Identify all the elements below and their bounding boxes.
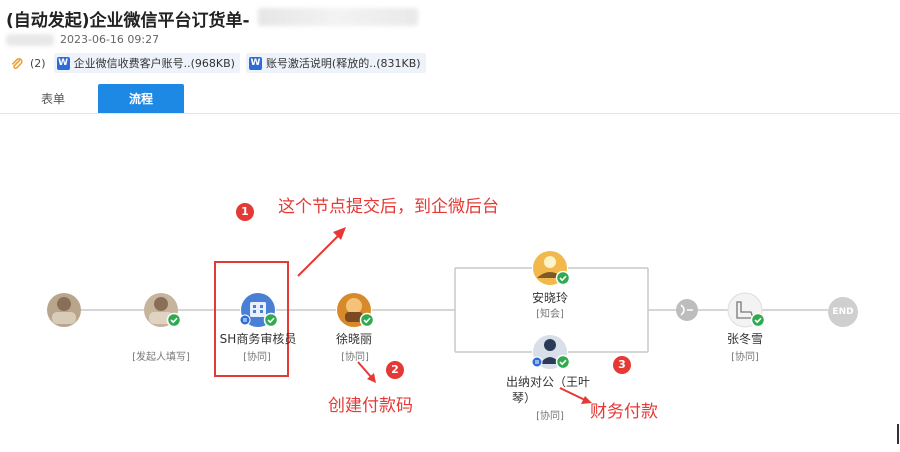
annotation-badge-3: 3 [613, 356, 631, 374]
node-label: 出纳对公（王叶 [506, 375, 591, 389]
check-badge-icon [263, 312, 279, 328]
tab-bar: 表单 流程 [0, 84, 900, 114]
tab-flow[interactable]: 流程 [98, 84, 184, 114]
check-badge-icon [555, 354, 571, 370]
check-badge-icon [750, 312, 766, 328]
annotation-text-2: 创建付款码 [328, 396, 413, 416]
annotation-badge-2: 2 [386, 361, 404, 379]
node-tag: [协同] [243, 352, 271, 363]
created-date: 2023-06-16 09:27 [60, 33, 160, 46]
attachment-count: (2) [30, 56, 46, 70]
attachment-file[interactable]: W 企业微信收费客户账号..(968KB) [53, 53, 240, 73]
check-badge-icon [359, 312, 375, 328]
annotation-text-1: 这个节点提交后，到企微后台 [278, 197, 499, 217]
node-label-line2: 琴） [512, 391, 537, 405]
end-node: END [828, 297, 858, 327]
node-label: 安晓玲 [531, 291, 568, 305]
check-badge-icon [166, 312, 182, 328]
flow-node-start[interactable] [47, 293, 81, 327]
node-label: 徐晓丽 [335, 332, 372, 346]
flow-node-an[interactable] [533, 251, 571, 286]
scrollbar[interactable] [897, 424, 899, 444]
flow-node-xu[interactable] [337, 293, 375, 328]
word-doc-icon: W [248, 56, 262, 70]
node-label: SH商务审核员 [219, 332, 297, 346]
tab-form[interactable]: 表单 [40, 92, 65, 106]
list-badge-icon [531, 356, 543, 368]
node-tag: [知会] [536, 309, 564, 320]
paperclip-icon [10, 56, 24, 70]
merge-node-icon [676, 299, 698, 321]
redacted-title-suffix [258, 8, 418, 26]
annotation-text-3: 财务付款 [590, 402, 658, 422]
check-badge-icon [555, 270, 571, 286]
flow-node-zhang[interactable] [727, 292, 766, 328]
attachment-name: 企业微信收费客户账号..(968KB) [73, 57, 235, 70]
attachment-row: (2) W 企业微信收费客户账号..(968KB) W 账号激活说明(释放的..… [10, 53, 426, 73]
tab-divider [0, 113, 900, 114]
redacted-author [6, 34, 54, 46]
node-tag: [协同] [731, 352, 759, 363]
word-doc-icon: W [56, 56, 70, 70]
highlight-box [214, 261, 289, 377]
flow-connectors [80, 267, 828, 353]
flow-node-initiator[interactable] [144, 293, 182, 328]
page-title: (自动发起)企业微信平台订货单- [6, 11, 250, 31]
annotation-arrow [297, 227, 346, 277]
flow-node-sh-review[interactable] [239, 293, 279, 328]
annotation-arrow [357, 361, 376, 383]
attachment-name: 账号激活说明(释放的..(831KB) [265, 57, 421, 70]
node-tag: [发起人填写] [132, 352, 190, 363]
building-icon [250, 302, 266, 317]
node-tag: [协同] [341, 352, 369, 363]
node-tag: [协同] [536, 411, 564, 422]
attachment-file[interactable]: W 账号激活说明(释放的..(831KB) [245, 53, 426, 73]
annotation-badge-1: 1 [236, 203, 254, 221]
node-label: 张冬雪 [726, 332, 763, 346]
list-badge-icon [239, 314, 251, 326]
flow-node-cashier[interactable] [531, 335, 571, 370]
annotation-arrow [559, 387, 592, 404]
